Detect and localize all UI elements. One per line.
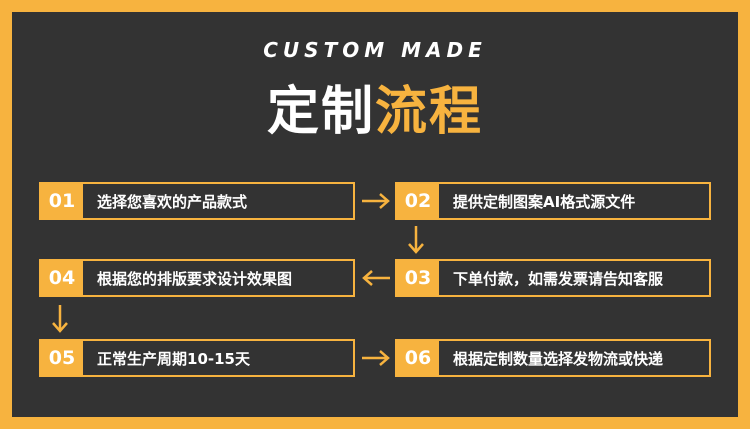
page-title: 定制流程 <box>0 80 750 144</box>
arrow-right-icon <box>361 349 391 367</box>
page-subtitle: CUSTOM MADE <box>263 38 487 62</box>
arrow-left-icon <box>361 269 391 287</box>
step-text: 选择您喜欢的产品款式 <box>97 192 248 211</box>
step-number: 03 <box>397 261 439 295</box>
step-04: 04 根据您的排版要求设计效果图 <box>39 259 355 297</box>
step-01: 01 选择您喜欢的产品款式 <box>39 182 355 220</box>
step-text: 根据定制数量选择发物流或快递 <box>453 349 664 368</box>
step-number: 05 <box>41 341 83 375</box>
step-text: 根据您的排版要求设计效果图 <box>97 269 293 288</box>
step-number: 06 <box>397 341 439 375</box>
step-number: 04 <box>41 261 83 295</box>
arrow-right-icon <box>361 192 391 210</box>
step-03: 03 下单付款，如需发票请告知客服 <box>395 259 711 297</box>
step-text: 正常生产周期10-15天 <box>97 349 250 368</box>
step-06: 06 根据定制数量选择发物流或快递 <box>395 339 711 377</box>
step-number: 01 <box>41 184 83 218</box>
arrow-down-icon <box>407 225 425 255</box>
step-02: 02 提供定制图案AI格式源文件 <box>395 182 711 220</box>
step-text: 下单付款，如需发票请告知客服 <box>453 269 664 288</box>
step-text: 提供定制图案AI格式源文件 <box>453 192 636 211</box>
title-part-1: 定制 <box>266 82 375 142</box>
step-05: 05 正常生产周期10-15天 <box>39 339 355 377</box>
title-part-2: 流程 <box>375 82 484 142</box>
arrow-down-icon <box>51 304 69 334</box>
step-number: 02 <box>397 184 439 218</box>
